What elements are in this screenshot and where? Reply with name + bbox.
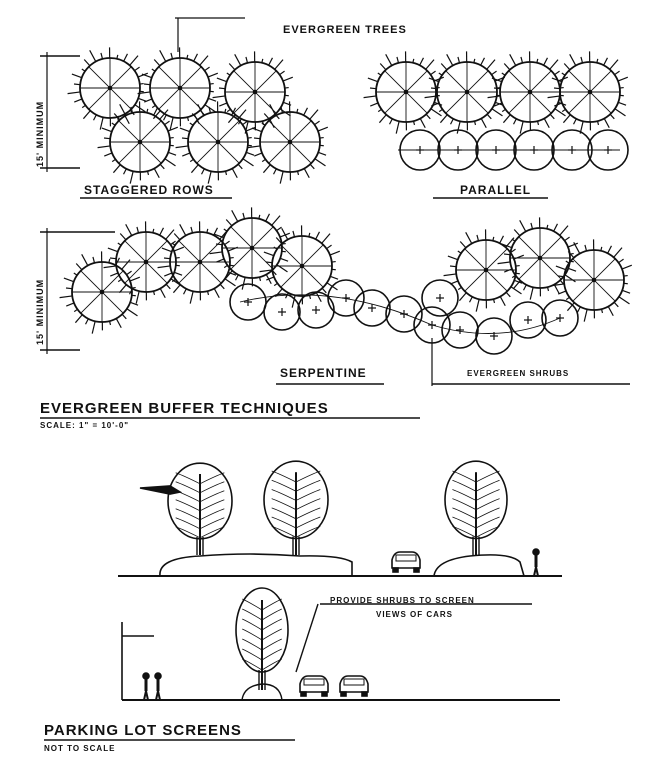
min-dimension-label-top: 15' MINIMUM <box>35 100 45 167</box>
staggered-tree-top-2 <box>137 47 219 130</box>
serpentine-shrub-2 <box>263 293 301 331</box>
elevation-person-3 <box>154 672 162 701</box>
serpentine-shrub-9 <box>475 317 513 355</box>
parallel-tree-4 <box>547 51 629 134</box>
shrub-callout-line1: PROVIDE SHRUBS TO SCREEN <box>330 596 475 605</box>
elevation-tree-2 <box>263 460 329 555</box>
elevation-person-1 <box>532 548 540 577</box>
elevation-car-3 <box>339 675 369 697</box>
serpentine-tree-left-2 <box>103 221 185 304</box>
elevation-tree-4 <box>235 587 289 690</box>
parallel-label: PARALLEL <box>460 183 532 197</box>
staggered-tree-top-3 <box>212 51 294 134</box>
staggered-tree-top-1 <box>67 47 149 130</box>
serpentine-tree-right-1 <box>443 229 525 312</box>
serpentine-shrub-4 <box>327 279 365 317</box>
serpentine-shrub-12 <box>421 279 459 317</box>
shrub-callout-line2: VIEWS OF CARS <box>376 610 454 619</box>
parallel-tree-2 <box>424 51 506 134</box>
serpentine-curve <box>239 294 561 334</box>
tree-base-shrub <box>241 683 283 701</box>
serpentine-label: SERPENTINE <box>280 366 367 380</box>
evergreen-trees-label: EVERGREEN TREES <box>283 24 407 36</box>
parallel-tree-3 <box>487 51 569 134</box>
staggered-rows-label: STAGGERED ROWS <box>84 183 214 197</box>
elevation-car-2 <box>299 675 329 697</box>
serpentine-tree-left-1 <box>59 251 141 334</box>
buffer-techniques-title: EVERGREEN BUFFER TECHNIQUES <box>40 400 329 417</box>
shrub-mass-1 <box>159 553 353 577</box>
staggered-tree-bottom-3 <box>247 101 329 184</box>
parallel-tree-1 <box>363 51 445 134</box>
serpentine-shrub-3 <box>297 291 335 329</box>
elevation-person-2 <box>142 672 150 701</box>
serpentine-shrub-5 <box>353 289 391 327</box>
serpentine-shrub-10 <box>509 301 547 339</box>
serpentine-shrub-1 <box>229 283 267 321</box>
shrub-mass-2 <box>433 554 525 577</box>
min-dimension-label-bottom: 15' MINIMUM <box>35 278 45 345</box>
buffer-scale-note: SCALE: 1" = 10'-0" <box>40 421 130 430</box>
serpentine-shrub-8 <box>441 311 479 349</box>
evergreen-shrubs-label: EVERGREEN SHRUBS <box>467 369 570 378</box>
staggered-tree-bottom-1 <box>97 101 179 184</box>
elevation-car-1 <box>391 551 421 573</box>
parking-lot-subtitle: NOT TO SCALE <box>44 744 116 753</box>
bird-glyph <box>139 485 183 495</box>
staggered-tree-bottom-2 <box>175 101 257 184</box>
serpentine-tree-right-3 <box>551 239 633 322</box>
shrub-callout-leader <box>295 603 319 673</box>
elevation-tree-3 <box>444 460 508 555</box>
elevation-tree-1 <box>167 462 233 555</box>
parking-lot-title: PARKING LOT SCREENS <box>44 722 242 739</box>
